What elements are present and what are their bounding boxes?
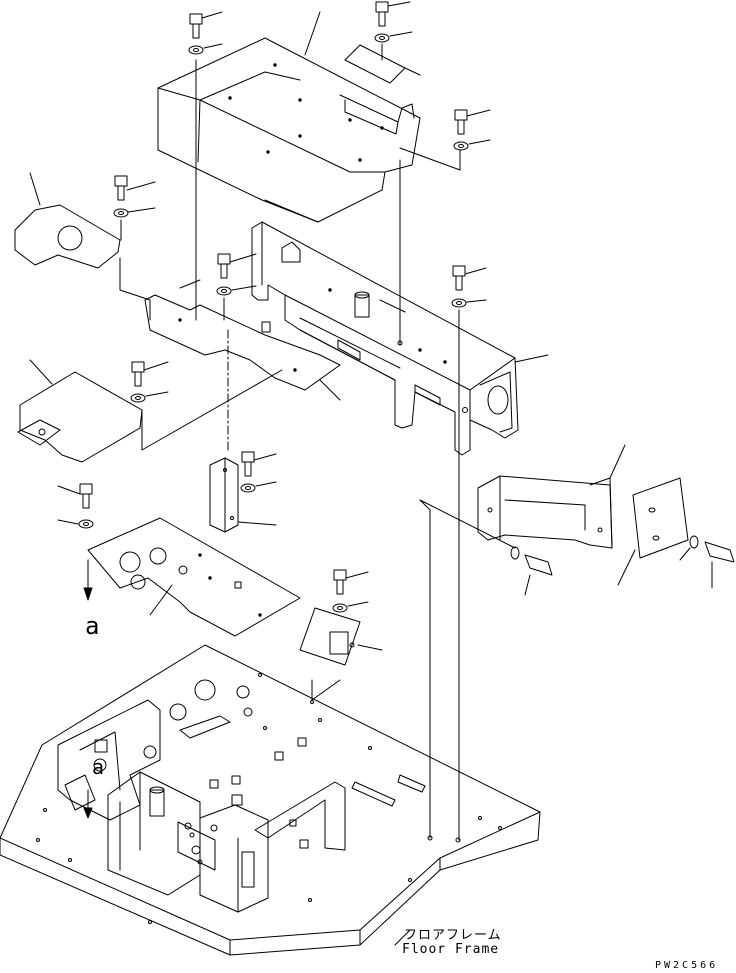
figure-code: PW2C566 [655,960,719,971]
middle-bracket [144,279,341,401]
floor-frame [0,499,541,956]
main-frame [251,221,549,456]
right-bracket [419,444,735,596]
bolts-middle [195,59,401,451]
bolts-top [188,1,491,151]
small-plate-top [344,44,461,171]
small-bracket [299,569,383,701]
floor-frame-label-jp: フロアフレーム [404,928,502,943]
left-plate-lower [17,359,283,463]
callout-a-lower: a [92,755,105,779]
bolts-right-middle [451,265,487,841]
callout-a-upper: a [85,612,100,640]
top-cover [157,11,421,223]
left-plate-upper [14,172,156,301]
floor-frame-label-en: Floor Frame [402,942,500,957]
control-plate [57,483,301,637]
support-post [209,451,277,533]
